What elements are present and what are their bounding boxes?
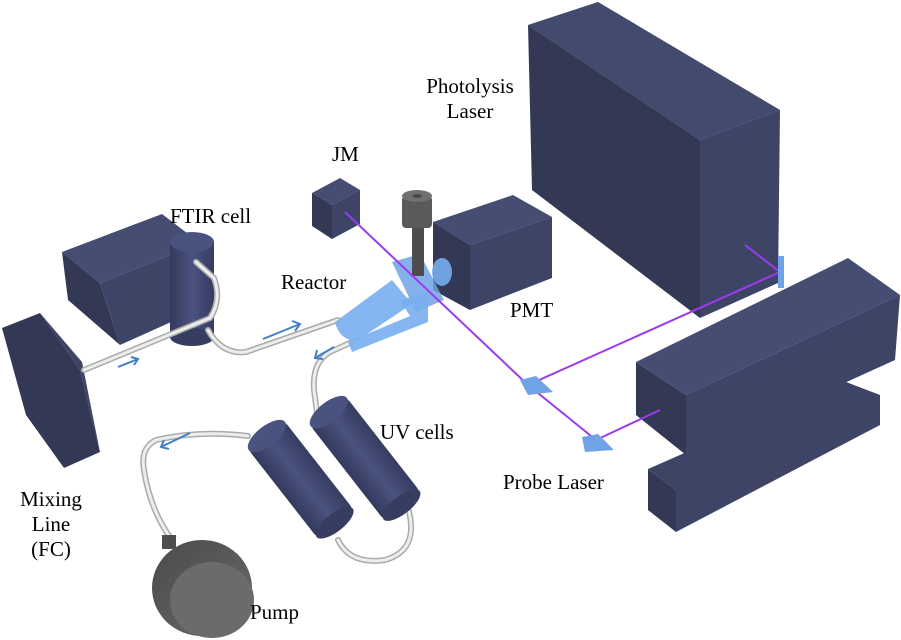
laser-beams (344, 211, 781, 441)
label-pump: Pump (250, 600, 300, 624)
arrow-right-2 (262, 320, 302, 340)
label-mixing-line2: Line (31, 512, 71, 536)
label-probe-laser: Probe Laser (503, 470, 604, 494)
label-ftir-cell: FTIR cell (170, 204, 252, 228)
arrow-left-1 (313, 346, 335, 360)
label-photolysis-line1: Photolysis (426, 74, 514, 98)
label-jm: JM (332, 142, 359, 166)
photolysis-laser (528, 2, 780, 318)
label-uv-cells: UV cells (380, 420, 454, 444)
mirrors (520, 256, 784, 452)
label-photolysis-laser: Photolysis Laser (412, 74, 528, 124)
pmt (433, 195, 552, 310)
mixing-line-box (2, 313, 100, 468)
arrow-left-2 (159, 432, 191, 450)
uv-cells (247, 395, 421, 539)
tubing (81, 259, 415, 564)
label-mixing-line: Mixing Line (FC) (16, 487, 86, 562)
label-mixing-line1: Mixing (20, 487, 82, 511)
probe-laser (636, 258, 900, 532)
mirror-1 (520, 376, 553, 395)
label-mixing-line3: (FC) (31, 537, 71, 561)
mirror-3 (778, 256, 784, 288)
arrow-right-1 (117, 356, 140, 368)
label-photolysis-line2: Laser (446, 99, 494, 123)
flow-arrows (117, 320, 335, 450)
jm-box (312, 178, 360, 239)
mirror-2 (582, 434, 614, 452)
pump (152, 535, 254, 638)
label-reactor: Reactor (281, 270, 347, 294)
label-pmt: PMT (510, 298, 554, 322)
